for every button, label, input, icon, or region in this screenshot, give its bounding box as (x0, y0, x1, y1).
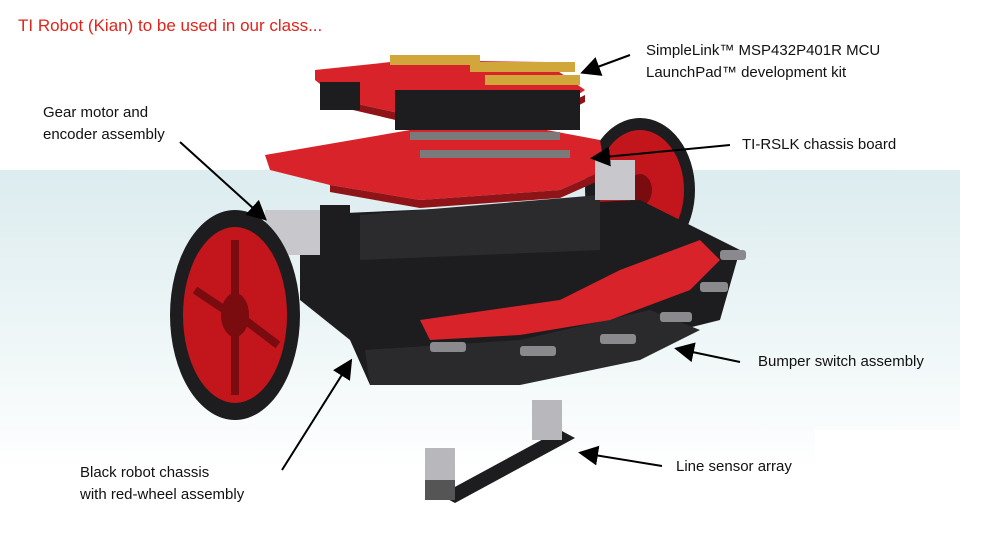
gear-motor-callout: Gear motor and encoder assembly (43, 102, 165, 146)
left-wheel (170, 210, 300, 420)
launchpad-board (315, 55, 585, 130)
launchpad-label-line1: SimpleLink™ MSP432P401R MCU (646, 42, 881, 59)
line-sensor-label: Line sensor array (676, 458, 792, 475)
right-motor (595, 160, 635, 200)
chassis-board (265, 125, 605, 200)
chassis-callout: Black robot chassis with red-wheel assem… (80, 462, 244, 506)
chassis-board-label: TI-RSLK chassis board (742, 136, 897, 153)
page-title: TI Robot (Kian) to be used in our class.… (18, 16, 323, 35)
line-sensor-array (425, 400, 575, 503)
chassis-label-line2: with red-wheel assembly (80, 486, 245, 503)
bumper-board (420, 240, 720, 340)
chassis-label-line1: Black robot chassis (80, 464, 210, 481)
bumper-switches (430, 250, 746, 356)
launchpad-label-line2: LaunchPad™ development kit (646, 64, 847, 81)
background-patch (815, 430, 960, 530)
gear-motor-label-line1: Gear motor and (43, 104, 149, 121)
launchpad-callout: SimpleLink™ MSP432P401R MCU LaunchPad™ d… (646, 40, 880, 84)
bumper-label: Bumper switch assembly (758, 353, 924, 370)
callout-arrows (179, 54, 741, 471)
gear-motor-label-line2: encoder assembly (43, 126, 165, 143)
